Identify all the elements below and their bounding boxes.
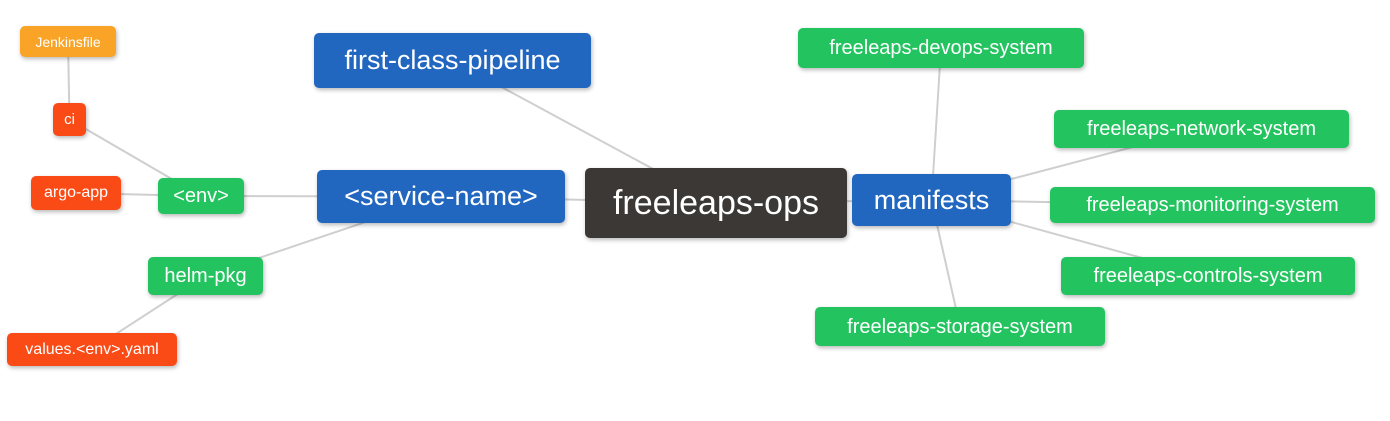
- node-first-class-pipeline-label: first-class-pipeline: [344, 45, 561, 75]
- node-argo-app[interactable]: argo-app: [31, 176, 121, 210]
- node-freeleaps-monitoring-system-label: freeleaps-monitoring-system: [1086, 194, 1339, 216]
- node-freeleaps-storage-system-label: freeleaps-storage-system: [847, 315, 1073, 338]
- node-freeleaps-controls-system[interactable]: freeleaps-controls-system: [1061, 257, 1355, 295]
- node-freeleaps-devops-system-label: freeleaps-devops-system: [829, 37, 1053, 59]
- node-env[interactable]: <env>: [158, 178, 244, 214]
- node-jenkinsfile[interactable]: Jenkinsfile: [20, 26, 116, 57]
- node-helm-pkg[interactable]: helm-pkg: [148, 257, 263, 295]
- node-manifests[interactable]: manifests: [852, 174, 1011, 226]
- node-freeleaps-monitoring-system[interactable]: freeleaps-monitoring-system: [1050, 187, 1375, 223]
- node-argo-app-label: argo-app: [43, 184, 109, 201]
- node-freeleaps-controls-system-label: freeleaps-controls-system: [1093, 265, 1323, 287]
- node-service-name[interactable]: <service-name>: [317, 170, 565, 223]
- node-manifests-label: manifests: [873, 184, 990, 215]
- node-ci[interactable]: ci: [53, 103, 86, 136]
- node-ci-label: ci: [64, 111, 75, 128]
- node-helm-pkg-label: helm-pkg: [164, 265, 247, 287]
- node-service-name-label: <service-name>: [344, 181, 538, 211]
- node-values-env-yaml-label: values.<env>.yaml: [25, 340, 159, 358]
- node-freeleaps-network-system[interactable]: freeleaps-network-system: [1054, 110, 1349, 148]
- node-freeleaps-ops-label: freeleaps-ops: [612, 184, 819, 222]
- node-freeleaps-devops-system[interactable]: freeleaps-devops-system: [798, 28, 1084, 68]
- node-jenkinsfile-label: Jenkinsfile: [35, 33, 101, 50]
- node-freeleaps-network-system-label: freeleaps-network-system: [1087, 118, 1316, 140]
- node-first-class-pipeline[interactable]: first-class-pipeline: [314, 33, 591, 88]
- node-freeleaps-ops[interactable]: freeleaps-ops: [585, 168, 847, 238]
- node-env-label: <env>: [173, 185, 229, 207]
- node-freeleaps-storage-system[interactable]: freeleaps-storage-system: [815, 307, 1105, 346]
- node-values-env-yaml[interactable]: values.<env>.yaml: [7, 333, 177, 366]
